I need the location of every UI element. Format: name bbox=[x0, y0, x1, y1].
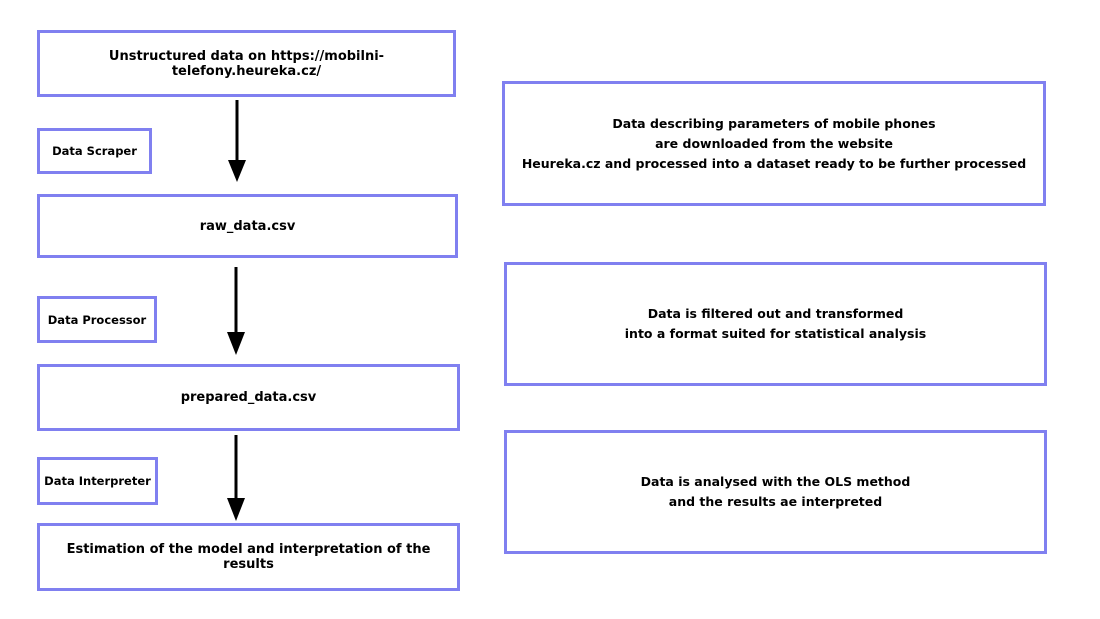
arrow-prepared-to-result bbox=[227, 435, 245, 521]
data-interpreter-label: Data Interpreter bbox=[44, 474, 151, 488]
data-processor-box: Data Processor bbox=[37, 296, 157, 343]
result-text: Estimation of the model and interpretati… bbox=[66, 542, 431, 572]
interpreter-description-line: Data is analysed with the OLS method bbox=[640, 474, 911, 489]
prepared-data-text: prepared_data.csv bbox=[180, 390, 317, 405]
raw-data-box: raw_data.csv bbox=[37, 194, 458, 258]
arrow-source-to-raw bbox=[228, 100, 246, 182]
scraper-description-line: Heureka.cz and processed into a dataset … bbox=[521, 155, 1027, 171]
data-scraper-label: Data Scraper bbox=[52, 144, 137, 158]
result-box: Estimation of the model and interpretati… bbox=[37, 523, 460, 591]
processor-description-line: into a format suited for statistical ana… bbox=[624, 326, 927, 341]
prepared-data-box: prepared_data.csv bbox=[37, 364, 460, 431]
interpreter-description-line: and the results ae interpreted bbox=[668, 494, 883, 509]
arrow-raw-to-prepared bbox=[227, 267, 245, 355]
processor-description-box: Data is filtered out and transformed int… bbox=[504, 262, 1047, 386]
processor-description-line: Data is filtered out and transformed bbox=[647, 306, 904, 321]
raw-data-text: raw_data.csv bbox=[199, 218, 296, 234]
interpreter-description-box: Data is analysed with the OLS method and… bbox=[504, 430, 1047, 554]
source-data-text: Unstructured data on https://mobilni-tel… bbox=[108, 48, 385, 79]
data-scraper-box: Data Scraper bbox=[37, 128, 152, 174]
scraper-description-box: Data describing parameters of mobile pho… bbox=[502, 81, 1046, 206]
scraper-description-line: are downloaded from the website bbox=[655, 135, 893, 151]
data-interpreter-box: Data Interpreter bbox=[37, 457, 158, 505]
scraper-description-line: Data describing parameters of mobile pho… bbox=[612, 115, 936, 131]
data-processor-label: Data Processor bbox=[47, 312, 147, 327]
source-data-box: Unstructured data on https://mobilni-tel… bbox=[37, 30, 456, 97]
